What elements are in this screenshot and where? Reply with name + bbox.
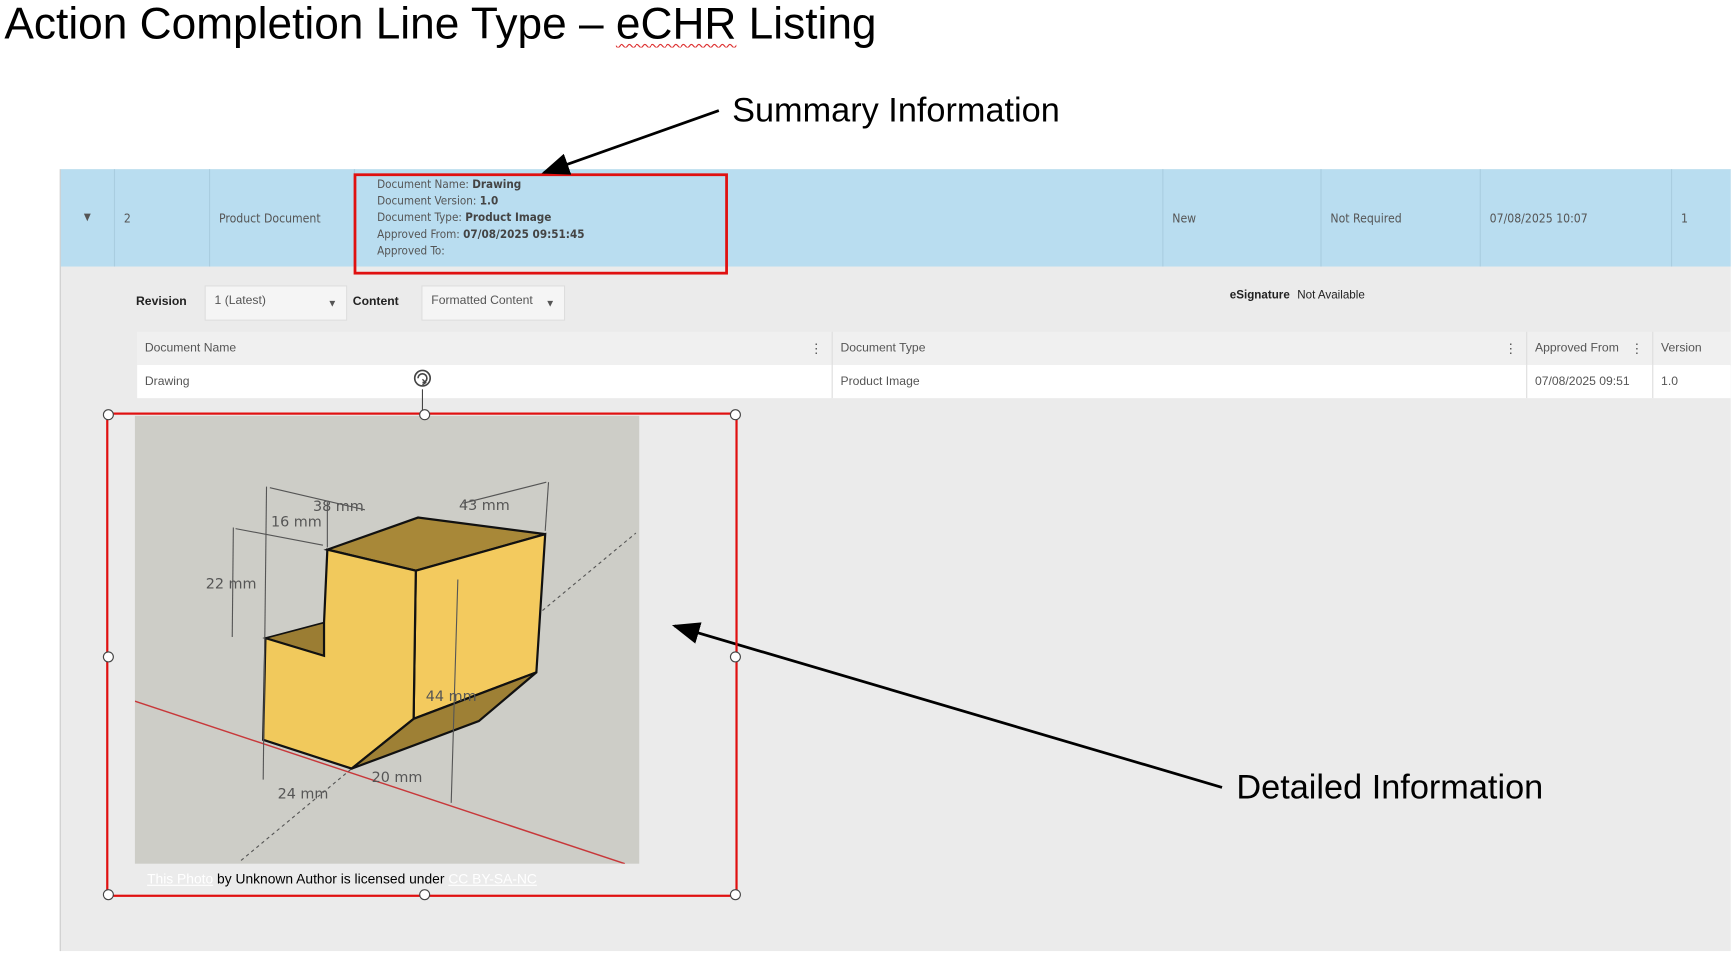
approved-to-label: Approved To: bbox=[377, 243, 445, 258]
resize-handle[interactable] bbox=[102, 651, 114, 663]
resize-handle[interactable] bbox=[729, 889, 741, 901]
column-label: Approved From bbox=[1534, 341, 1619, 355]
detail-callout: Detailed Information bbox=[1236, 767, 1544, 807]
dimension-label: 20 mm bbox=[372, 770, 423, 786]
row-count: 1 bbox=[1680, 210, 1688, 226]
kebab-menu-icon[interactable]: ⋮ bbox=[1630, 340, 1644, 357]
column-header-approved-from[interactable]: Approved From ⋮ bbox=[1527, 331, 1654, 365]
dropdown-arrow-icon: ▼ bbox=[327, 297, 338, 309]
column-label: Document Name bbox=[144, 341, 237, 355]
resize-handle[interactable] bbox=[729, 409, 741, 421]
resize-handle[interactable] bbox=[729, 651, 741, 663]
title-term: eCHR bbox=[615, 0, 737, 49]
caret-down-icon: ▼ bbox=[83, 212, 91, 224]
caption-text: by Unknown Author is licensed under bbox=[213, 871, 449, 887]
label: Approved From: bbox=[377, 227, 464, 241]
document-version: 1.0 bbox=[479, 194, 499, 208]
row-status: New bbox=[1163, 169, 1322, 267]
esignature-value: Not Available bbox=[1297, 288, 1365, 302]
photo-link[interactable]: This Photo bbox=[147, 871, 214, 887]
table-row[interactable]: ▼ 2 Product Document Document Name: Draw… bbox=[60, 169, 1731, 267]
cell-document-type: Product Image bbox=[833, 364, 1528, 399]
resize-handle[interactable] bbox=[102, 409, 114, 421]
cell-version: 1.0 bbox=[1661, 374, 1678, 389]
rotate-handle-icon bbox=[413, 369, 432, 387]
label: Document Type: bbox=[377, 210, 466, 224]
content-select[interactable]: Formatted Content ▼ bbox=[421, 285, 566, 321]
resize-handle[interactable] bbox=[419, 409, 431, 421]
expand-toggle[interactable]: ▼ bbox=[61, 169, 116, 267]
cell-document-name: Drawing bbox=[137, 364, 833, 399]
dimension-label: 38 mm bbox=[313, 499, 364, 515]
summary-highlight-box bbox=[353, 173, 728, 275]
license-link[interactable]: CC BY-SA-NC bbox=[448, 871, 537, 887]
kebab-menu-icon[interactable]: ⋮ bbox=[1504, 340, 1518, 357]
title-suffix: Listing bbox=[736, 0, 877, 49]
dropdown-arrow-icon: ▼ bbox=[545, 297, 556, 309]
column-label: Document Type bbox=[840, 341, 926, 355]
column-header-version[interactable]: Version bbox=[1653, 332, 1730, 365]
column-header-document-type[interactable]: Document Type ⋮ bbox=[833, 331, 1528, 365]
summary-arrow bbox=[541, 109, 720, 175]
revision-label: Revision bbox=[136, 295, 187, 309]
document-type: Product Image bbox=[465, 210, 552, 224]
revision-select[interactable]: 1 (Latest) ▼ bbox=[204, 285, 348, 321]
esignature-label: eSignature bbox=[1229, 288, 1290, 302]
title-prefix: Action Completion Line Type – bbox=[4, 0, 616, 49]
label: Document Name: bbox=[377, 177, 473, 191]
content-label: Content bbox=[352, 295, 399, 309]
dimension-label: 22 mm bbox=[206, 576, 257, 592]
summary-cell: Document Name: Drawing Document Version:… bbox=[355, 169, 1164, 267]
dimension-label: 43 mm bbox=[459, 498, 510, 514]
resize-handle[interactable] bbox=[102, 889, 114, 901]
image-caption: This Photo by Unknown Author is licensed… bbox=[147, 871, 537, 886]
cell-approved-from: 07/08/2025 09:51 bbox=[1527, 364, 1654, 399]
row-date: 07/08/2025 10:07 bbox=[1481, 169, 1673, 267]
dimension-label: 44 mm bbox=[426, 689, 477, 705]
grid-header: Document Name ⋮ Document Type ⋮ Approved F… bbox=[137, 331, 1731, 367]
dimension-label: 24 mm bbox=[278, 786, 329, 802]
document-name: Drawing bbox=[472, 177, 522, 191]
content-value: Formatted Content bbox=[431, 294, 533, 308]
isometric-drawing: 38 mm 43 mm 16 mm 22 mm 44 mm 20 mm 24 m… bbox=[134, 481, 637, 865]
row-number: 2 bbox=[115, 169, 211, 267]
resize-handle[interactable] bbox=[419, 889, 431, 901]
table-row[interactable]: Drawing Product Image 07/08/2025 09:51 1… bbox=[137, 364, 1731, 399]
row-esig-required: Not Required bbox=[1322, 169, 1481, 267]
dimension-label: 16 mm bbox=[271, 514, 322, 530]
revision-value: 1 (Latest) bbox=[214, 294, 266, 308]
summary-callout: Summary Information bbox=[732, 90, 1060, 130]
kebab-menu-icon[interactable]: ⋮ bbox=[809, 340, 823, 357]
detail-highlight-frame[interactable] bbox=[102, 409, 741, 901]
column-header-document-name[interactable]: Document Name ⋮ bbox=[137, 331, 833, 365]
label: Document Version: bbox=[377, 194, 480, 208]
slide-title: Action Completion Line Type – eCHR Listi… bbox=[4, 0, 876, 50]
approved-from: 07/08/2025 09:51:45 bbox=[463, 227, 585, 241]
column-label: Version bbox=[1661, 341, 1702, 355]
detail-arrow bbox=[671, 622, 1223, 789]
product-drawing-image[interactable]: 38 mm 43 mm 16 mm 22 mm 44 mm 20 mm 24 m… bbox=[134, 415, 640, 865]
